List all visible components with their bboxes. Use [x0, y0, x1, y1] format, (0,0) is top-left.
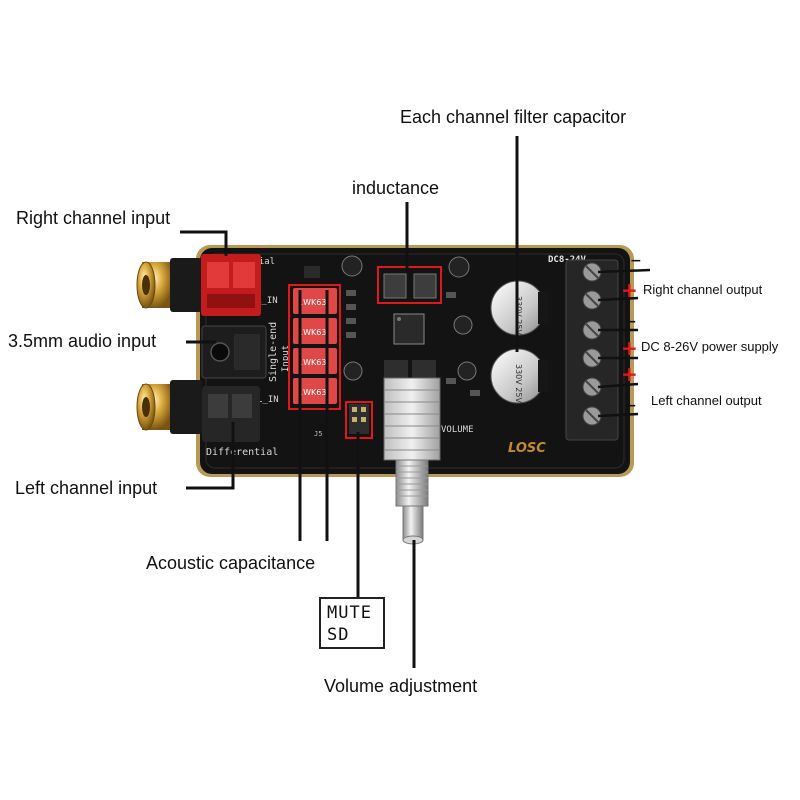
output-terminal-block	[565, 259, 619, 441]
polarity-marks: − + − + + −	[621, 253, 642, 414]
cap-marking-2: 1WK63	[298, 328, 326, 337]
mute-label: MUTE	[327, 603, 372, 623]
board-l-in: L_IN	[257, 395, 279, 405]
cap-marking-3: 1WK63	[298, 358, 326, 367]
inductors	[377, 266, 442, 304]
board-input: Input	[281, 345, 291, 372]
right-input-terminal	[201, 254, 261, 316]
mute-sd-box: MUTE SD	[319, 597, 385, 649]
board-brand: LOSC	[508, 441, 546, 456]
audio-jack-3-5mm	[201, 325, 267, 379]
leader-lines	[180, 136, 519, 668]
label-right-input: Right channel input	[16, 208, 171, 228]
label-right-output: Right channel output	[643, 282, 763, 297]
label-filter-capacitor: Each channel filter capacitor	[400, 107, 627, 127]
label-left-input: Left channel input	[15, 478, 158, 498]
board-single-end: Single-end	[268, 322, 279, 382]
plus-mark-2: +	[621, 336, 638, 360]
small-capacitors	[341, 255, 477, 381]
plus-mark-3: +	[621, 362, 638, 386]
minus-mark-3: −	[625, 398, 637, 414]
rca-jack-left	[136, 380, 202, 434]
label-inductance: inductance	[352, 178, 440, 198]
mute-switch-header	[345, 401, 373, 439]
label-left-output: Left channel output	[651, 393, 762, 408]
label-volume-adjustment: Volume adjustment	[324, 676, 478, 696]
label-audio-3-5mm: 3.5mm audio input	[8, 331, 157, 351]
plus-mark-1: +	[621, 278, 638, 302]
board-diff-top: ntial	[248, 257, 275, 267]
filter-capacitor-bottom: 330V 25V	[490, 348, 548, 404]
output-leader-lines	[597, 268, 651, 418]
label-power-supply: DC 8-26V power supply	[641, 339, 779, 354]
cap-label-bottom: 330V 25V	[514, 364, 523, 403]
volume-potentiometer	[383, 377, 441, 545]
board-volume: VOLUME	[441, 425, 474, 435]
minus-mark-2: −	[625, 314, 637, 330]
rca-jack-right	[136, 258, 202, 312]
label-acoustic-capacitance: Acoustic capacitance	[146, 553, 316, 573]
board-differential: Differential	[206, 447, 278, 458]
sd-label: SD	[327, 625, 350, 645]
amplifier-chip	[393, 313, 425, 345]
board-j5: J5	[314, 430, 322, 438]
minus-mark-1: −	[630, 253, 642, 269]
board-r-in: R_IN	[256, 296, 278, 306]
cap-marking-1: 1WK63	[298, 298, 326, 307]
smd-components	[304, 266, 480, 396]
left-input-terminal	[202, 386, 260, 442]
cap-marking-4: 1WK63	[298, 388, 326, 397]
